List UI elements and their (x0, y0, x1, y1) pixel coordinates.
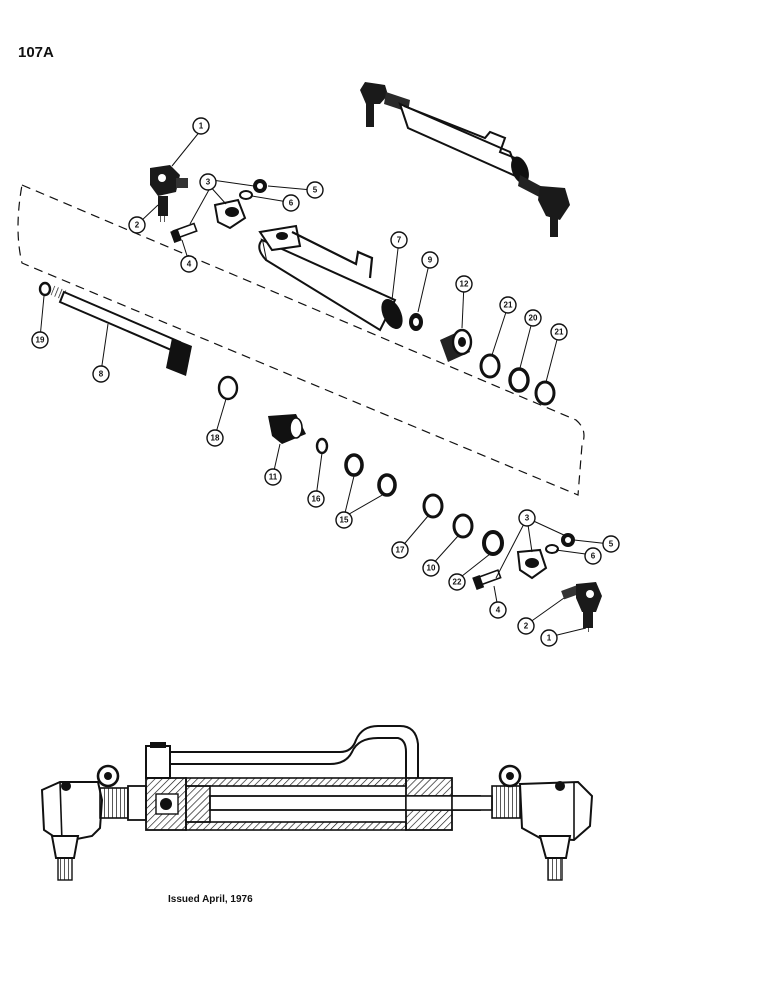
tie-rod-end-lower (561, 582, 602, 632)
ring-17 (422, 493, 444, 519)
callout-16: 16 (307, 490, 325, 508)
callout-2-lower: 2 (517, 617, 535, 635)
piston-11 (268, 414, 306, 444)
svg-text:6: 6 (591, 552, 596, 561)
callout-8: 8 (92, 365, 110, 383)
callout-1-lower: 1 (540, 629, 558, 647)
tie-rod-end-upper (150, 165, 188, 222)
callout-9: 9 (421, 251, 439, 269)
callout-20: 20 (524, 309, 542, 327)
piston-rod (50, 285, 192, 376)
callout-1-upper: 1 (192, 117, 210, 135)
svg-text:11: 11 (269, 473, 278, 482)
issue-date-note: Issued April, 1976 (168, 894, 253, 905)
svg-text:3: 3 (525, 514, 530, 523)
callout-22: 22 (448, 573, 466, 591)
group-outline-dashed (17, 184, 585, 496)
callout-6-upper: 6 (282, 194, 300, 212)
svg-text:16: 16 (312, 495, 321, 504)
washer-lower (545, 544, 559, 554)
cylinder-body (258, 224, 403, 332)
svg-text:20: 20 (529, 314, 538, 323)
svg-text:9: 9 (428, 256, 433, 265)
svg-text:5: 5 (313, 186, 318, 195)
svg-text:1: 1 (547, 634, 552, 643)
seal-15b (377, 473, 397, 497)
clamp-upper (213, 198, 247, 230)
callout-17: 17 (391, 541, 409, 559)
svg-text:21: 21 (504, 301, 513, 310)
svg-text:22: 22 (453, 578, 462, 587)
svg-text:2: 2 (524, 622, 529, 631)
svg-text:15: 15 (340, 516, 349, 525)
callout-19: 19 (31, 331, 49, 349)
svg-text:18: 18 (211, 434, 220, 443)
callout-12: 12 (455, 275, 473, 293)
svg-text:4: 4 (187, 260, 192, 269)
callout-3-upper: 3 (199, 173, 217, 191)
callout-10: 10 (422, 559, 440, 577)
seal-15a (344, 453, 364, 477)
svg-text:7: 7 (397, 236, 402, 245)
o-ring-19 (38, 281, 52, 297)
ring-10 (452, 513, 474, 539)
callout-15: 15 (335, 511, 353, 529)
seal-ring-21a (479, 353, 501, 379)
gland-12 (440, 328, 473, 362)
nut-upper (253, 179, 267, 193)
seal-ring-20 (508, 367, 530, 393)
svg-text:21: 21 (555, 328, 564, 337)
callout-21-upper: 21 (499, 296, 517, 314)
svg-text:1: 1 (199, 122, 204, 131)
callout-11: 11 (264, 468, 282, 486)
o-ring-16 (315, 437, 329, 455)
svg-text:3: 3 (206, 178, 211, 187)
callout-5-lower: 5 (602, 535, 620, 553)
assembled-cylinder-top (360, 82, 570, 237)
svg-text:2: 2 (135, 221, 140, 230)
page-number: 107A (18, 44, 54, 61)
bolt-lower (472, 569, 502, 590)
bolt-upper (170, 222, 198, 244)
svg-text:4: 4 (496, 606, 501, 615)
callout-7: 7 (390, 231, 408, 249)
svg-text:8: 8 (99, 370, 104, 379)
svg-text:5: 5 (609, 540, 614, 549)
ring-22 (482, 530, 504, 556)
svg-text:10: 10 (427, 564, 436, 573)
callout-4-upper: 4 (180, 255, 198, 273)
washer-upper (239, 190, 253, 200)
callout-6-lower: 6 (584, 547, 602, 565)
cross-section-assembly (40, 725, 594, 881)
seal-ring-21b (534, 380, 556, 406)
svg-text:6: 6 (289, 199, 294, 208)
svg-text:19: 19 (36, 336, 45, 345)
callout-3-lower: 3 (518, 509, 536, 527)
o-ring-18 (217, 375, 239, 401)
clamp-lower (516, 548, 548, 580)
callout-5-upper: 5 (306, 181, 324, 199)
svg-text:12: 12 (460, 280, 469, 289)
svg-text:17: 17 (396, 546, 405, 555)
callout-18: 18 (206, 429, 224, 447)
callout-2-upper: 2 (128, 216, 146, 234)
callout-4-lower: 4 (489, 601, 507, 619)
nut-9 (409, 313, 423, 331)
callout-21-lower: 21 (550, 323, 568, 341)
nut-lower (561, 533, 575, 547)
